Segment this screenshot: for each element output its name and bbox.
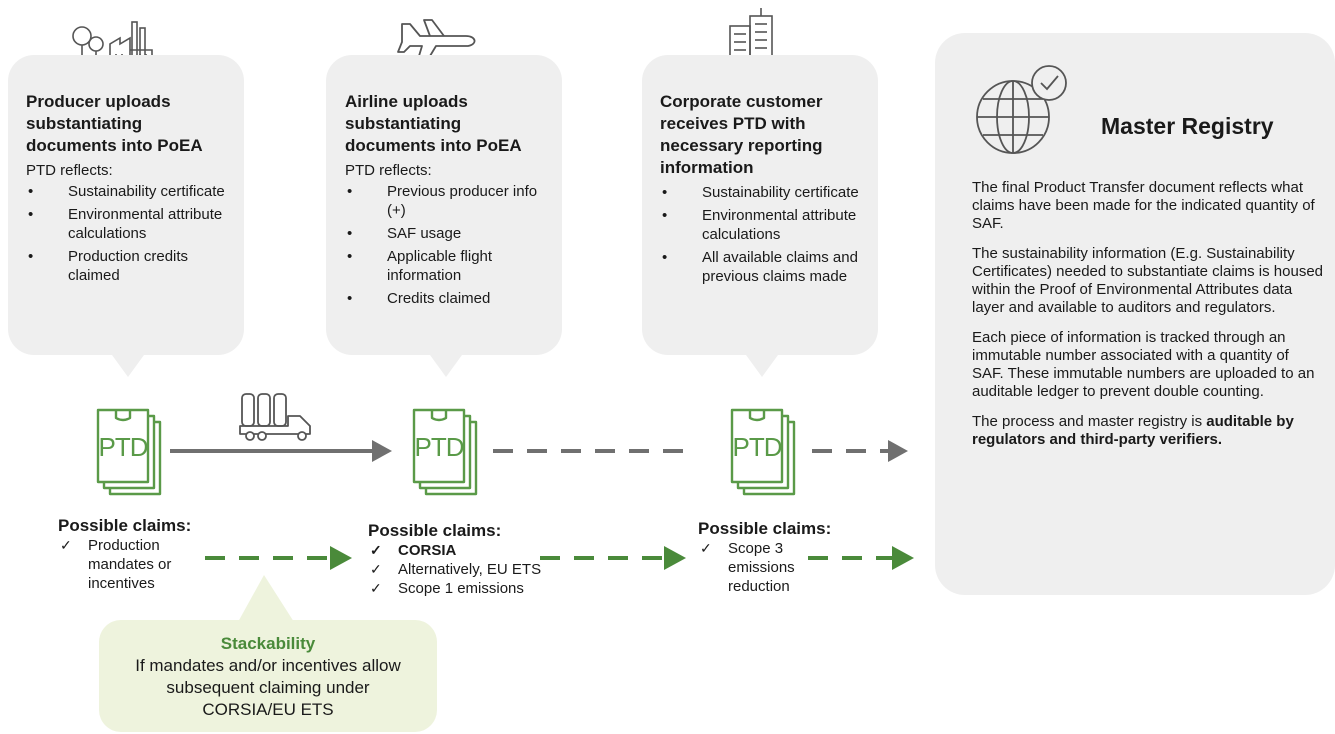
globe-check-icon — [976, 65, 1067, 154]
claims-title: Possible claims: — [368, 521, 502, 540]
ptd-label: PTD — [414, 432, 465, 462]
claim-arrowhead — [330, 546, 352, 570]
producer-title: Producer uploads substantiating document… — [26, 92, 203, 155]
claims-title: Possible claims: — [58, 516, 192, 535]
claims-block-producer: Possible claims: Production mandates or … — [58, 516, 208, 593]
claims-block-airline: Possible claims: CORSIA Alternatively, E… — [368, 521, 568, 598]
registry-text: The process and master registry is — [972, 413, 1207, 430]
claim-item: Scope 3 emissions reduction — [698, 539, 818, 596]
stackability-pointer — [238, 575, 294, 622]
claims-block-corporate: Possible claims: Scope 3 emissions reduc… — [698, 519, 848, 596]
airline-callout: Airline uploads substantiating documents… — [326, 55, 562, 377]
producer-callout: Producer uploads substantiating document… — [8, 55, 244, 377]
list-item: Applicable flight information — [345, 247, 550, 285]
airplane-icon — [397, 19, 476, 67]
registry-paragraph: The sustainability information (E.g. Sus… — [972, 245, 1324, 316]
claim-item: Alternatively, EU ETS — [368, 560, 568, 579]
list-item: Environmental attribute calculations — [26, 205, 232, 243]
registry-paragraph: The final Product Transfer document refl… — [972, 179, 1315, 232]
corporate-title: Corporate customer receives PTD with nec… — [660, 92, 823, 177]
list-item: Credits claimed — [345, 289, 550, 308]
stackability-text: If mandates and/or incentives allow subs… — [135, 656, 401, 719]
claim-item: Scope 1 emissions — [368, 579, 568, 598]
master-registry-panel: Master Registry The final Product Transf… — [935, 33, 1335, 595]
solid-flow-arrowhead — [372, 440, 392, 462]
ptd-document-icon: PTD — [404, 406, 486, 500]
registry-paragraph: The process and master registry is audit… — [972, 413, 1324, 449]
list-item: Production credits claimed — [26, 247, 232, 285]
claims-title: Possible claims: — [698, 519, 832, 538]
registry-bold-text: auditable by regulators and third-party … — [972, 413, 1294, 448]
list-item: SAF usage — [345, 224, 550, 243]
list-item: Environmental attribute calculations — [660, 206, 866, 244]
stackability-title: Stackability — [220, 634, 316, 653]
ptd-label: PTD — [98, 432, 149, 462]
dashed-flow-arrowhead — [888, 440, 908, 462]
claim-item: CORSIA — [368, 541, 568, 560]
registry-title: Master Registry — [1101, 113, 1274, 139]
list-item: Previous producer info (+) — [345, 182, 550, 220]
tanker-truck-icon — [239, 393, 311, 441]
list-item: Sustainability certificate — [26, 182, 232, 201]
flow-arrows — [170, 440, 914, 622]
ptd-document-icon: PTD — [88, 406, 170, 500]
corporate-callout: Corporate customer receives PTD with nec… — [642, 55, 878, 377]
list-item: Sustainability certificate — [660, 183, 866, 202]
list-item: All available claims and previous claims… — [660, 248, 866, 286]
claim-item: Production mandates or incentives — [58, 536, 208, 593]
stackability-callout: Stackability If mandates and/or incentiv… — [99, 620, 437, 732]
claim-arrowhead — [892, 546, 914, 570]
claim-arrowhead — [664, 546, 686, 570]
registry-paragraph: Each piece of information is tracked thr… — [972, 329, 1315, 400]
airline-title: Airline uploads substantiating documents… — [345, 92, 522, 155]
producer-subtitle: PTD reflects: — [26, 162, 113, 179]
airline-subtitle: PTD reflects: — [345, 162, 432, 179]
ptd-label: PTD — [732, 432, 783, 462]
ptd-document-icon: PTD — [722, 406, 804, 500]
